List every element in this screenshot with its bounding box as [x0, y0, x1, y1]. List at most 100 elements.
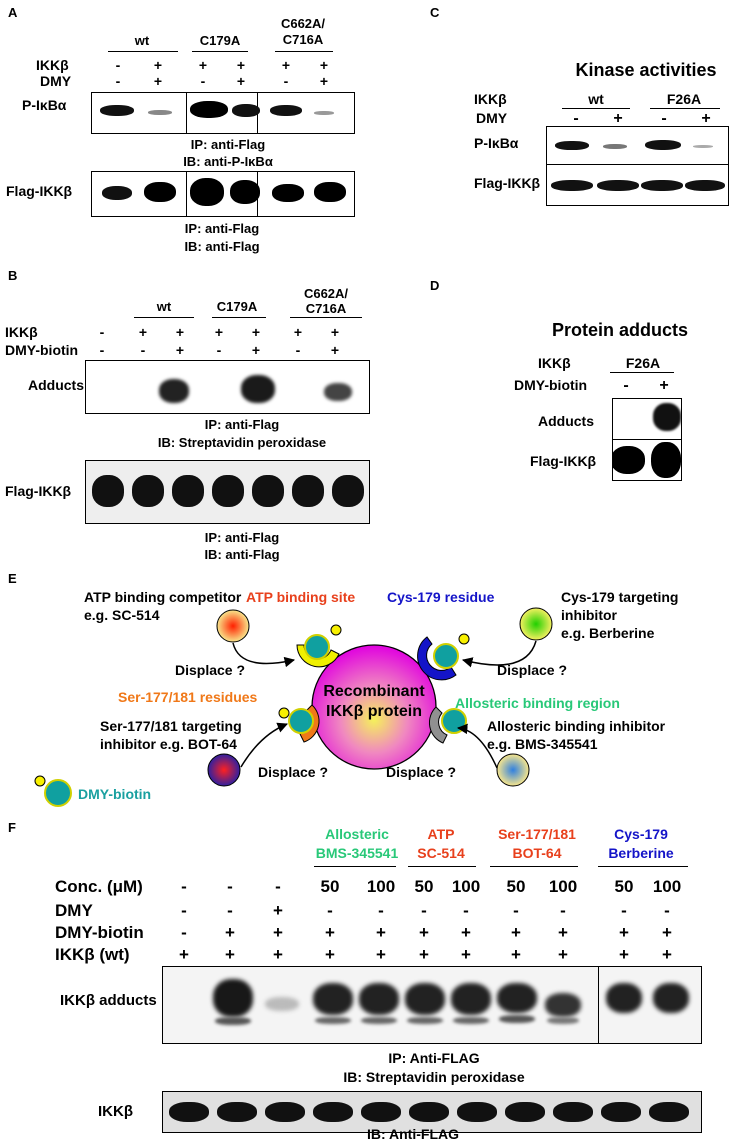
sign-cell: +: [662, 945, 672, 964]
sign-cell: -: [661, 110, 667, 127]
sign-cell: +: [179, 945, 189, 964]
dmy-biotin-probe: [304, 634, 330, 660]
displace-arrow: [456, 723, 498, 769]
atp-competitor-label: ATP binding competitor: [84, 589, 242, 605]
allo-inhibitor-label: Allosteric binding inhibitor: [487, 718, 666, 734]
displace-arrow: [232, 642, 296, 668]
dmy-biotin-legend-label: DMY-biotin: [78, 786, 152, 802]
ib-label: IB: Streptavidin peroxidase: [157, 435, 327, 450]
sign-cell: -: [463, 901, 469, 920]
sign-cell: -: [216, 342, 222, 358]
displace-label: Displace ?: [386, 764, 457, 780]
sign-cell: +: [419, 923, 429, 942]
biotin-tag-icon: [330, 624, 342, 636]
sign-cell: +: [619, 923, 629, 942]
sign-cell: +: [319, 57, 329, 73]
panel-c-title: Kinase activities: [575, 60, 717, 80]
sign-cell: +: [273, 923, 283, 942]
inhibitor-header-allo: BMS-345541: [315, 845, 399, 861]
ser-residues-label: Ser-177/181 residues: [118, 689, 258, 705]
inhibitor-header-atp: SC-514: [417, 845, 465, 861]
dmy-biotin-probe: [433, 643, 459, 669]
sign-cell: -: [623, 377, 629, 394]
blot-label-flag-ikk: Flag-IKKβ: [474, 175, 541, 191]
displace-label: Displace ?: [497, 662, 568, 678]
allo-inhibitor-example: e.g. BMS-345541: [487, 736, 598, 752]
group-underline: [562, 108, 630, 109]
displace-label: Displace ?: [258, 764, 329, 780]
sign-cell: +: [198, 57, 208, 73]
displace-arrow: [240, 722, 288, 768]
sign-cell: +: [175, 342, 185, 358]
row-label-ikk-wt: IKKβ (wt): [55, 945, 130, 964]
displace-label: Displace ?: [175, 662, 246, 678]
sign-cell: +: [558, 945, 568, 964]
ip-label: IP: anti-Flag: [204, 417, 280, 432]
group-underline: [408, 866, 476, 867]
sign-cell: -: [115, 57, 121, 73]
group-underline: [490, 866, 578, 867]
allo-region-label: Allosteric binding region: [455, 695, 620, 711]
ip-label: IP: anti-Flag: [184, 221, 260, 236]
blot-b-adducts: [85, 360, 370, 414]
blot-a-flag-ikk: [91, 171, 355, 217]
group-underline: [290, 317, 362, 318]
sign-cell: +: [214, 324, 224, 340]
sign-cell: 100: [451, 877, 481, 896]
cys-inhibitor-example: e.g. Berberine: [561, 625, 655, 641]
sign-cell: +: [701, 110, 711, 127]
legend-dmy-biotin-icon: [44, 779, 72, 807]
atp-site-label: ATP binding site: [246, 589, 356, 605]
ser-inhibitor-label: Ser-177/181 targeting: [100, 718, 242, 734]
blot-f-ikk: [162, 1091, 702, 1133]
sign-cell: +: [461, 923, 471, 942]
sign-cell: +: [511, 923, 521, 942]
ip-label: IP: anti-Flag: [204, 530, 280, 545]
panel-d-label: D: [430, 278, 440, 293]
group-label-c662a: C662A/: [280, 16, 326, 31]
sign-cell: +: [419, 945, 429, 964]
sign-cell: -: [560, 901, 566, 920]
blot-label-p-ikba: P-IκBα: [474, 135, 519, 151]
group-label-f26a: F26A: [625, 355, 661, 371]
row-label-dmy-biotin: DMY-biotin: [5, 342, 79, 358]
sign-cell: -: [513, 901, 519, 920]
panel-e-label: E: [8, 571, 17, 586]
sign-cell: +: [153, 73, 163, 89]
blot-label-adducts: Adducts: [28, 377, 84, 393]
sign-cell: +: [175, 324, 185, 340]
group-underline: [192, 51, 248, 52]
row-label-ikk: IKKβ: [474, 91, 507, 107]
sign-cell: -: [327, 901, 333, 920]
row-label-dmy: DMY: [40, 73, 72, 89]
blot-c-flag-ikk: [546, 164, 729, 206]
group-underline: [134, 317, 194, 318]
sign-cell: +: [153, 57, 163, 73]
sign-cell: -: [573, 110, 579, 127]
group-underline: [108, 51, 178, 52]
sign-cell: 100: [366, 877, 396, 896]
row-label-dmy: DMY: [55, 901, 93, 920]
sign-cell: +: [325, 923, 335, 942]
sign-cell: -: [200, 73, 206, 89]
biotin-tag-icon: [458, 633, 470, 645]
sign-cell: -: [99, 324, 105, 340]
group-underline: [212, 317, 266, 318]
sign-cell: +: [511, 945, 521, 964]
ser-inhibitor-icon: [207, 753, 241, 787]
blot-a-p-ikba: [91, 92, 355, 134]
blot-c-p-ikba: [546, 126, 729, 166]
sign-cell: 50: [320, 877, 340, 896]
blot-label-flag-ikk: Flag-IKKβ: [5, 483, 72, 499]
sign-cell: -: [621, 901, 627, 920]
group-label-wt: wt: [156, 299, 172, 314]
sign-cell: 50: [414, 877, 434, 896]
cys-site-pocket: [417, 636, 457, 681]
inhibitor-header-cys: Cys-179: [614, 826, 668, 842]
blot-label-ikk-adducts: IKKβ adducts: [60, 992, 157, 1009]
blot-label-p-ikba: P-IκBα: [22, 97, 67, 113]
sign-cell: -: [115, 73, 121, 89]
allo-inhibitor-icon: [496, 753, 530, 787]
cys-inhibitor-label: Cys-179 targeting: [561, 589, 679, 605]
